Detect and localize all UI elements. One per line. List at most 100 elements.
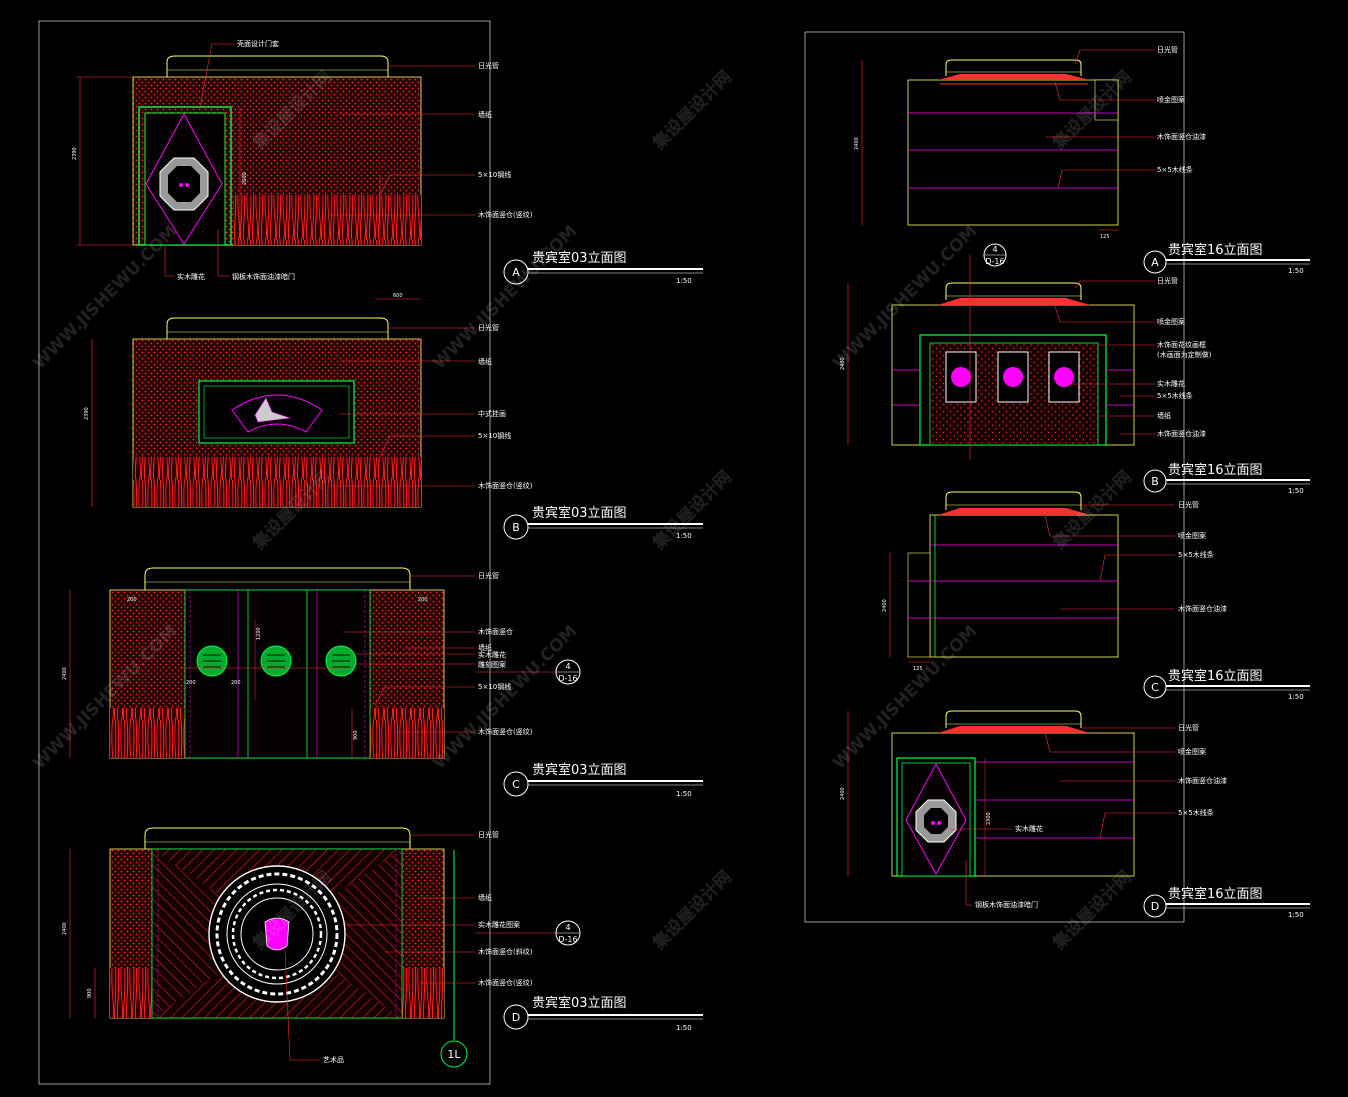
label-rc-0: 日光管 xyxy=(1178,500,1199,509)
label-rc-2: 5×5木线条 xyxy=(1178,550,1214,559)
section-rb-bottom: D-16 xyxy=(985,257,1004,266)
label-rb-1: 喷金图案 xyxy=(1157,317,1185,326)
elevation-left-d: 2400 900 日光管 墙纸 实木雕花图案 木饰面竖仓(斜纹) 木饰面竖仓(竖… xyxy=(62,827,581,1068)
scale-right-d: 1:50 xyxy=(1288,911,1304,919)
label-d-0: 日光管 xyxy=(478,830,499,839)
label-rb-2: 木饰面花纹画框 xyxy=(1157,340,1206,349)
label-b-1: 墙纸 xyxy=(478,357,492,366)
dim-rd-door: 2300 xyxy=(986,812,992,825)
label-b-0: 日光管 xyxy=(478,323,499,332)
elevation-left-b: 2390 600 日光管 墙纸 中式挂画 5×10钢线 木饰面竖仓(竖纹) xyxy=(84,293,533,508)
tag-right-a: A xyxy=(1151,256,1159,269)
dim-c-1: 200 xyxy=(127,597,137,603)
title-right-d: D 贵宾室16立面图 1:50 xyxy=(1143,886,1310,919)
label-rb-4: 实木雕花 xyxy=(1157,379,1185,388)
label-a-0: 日光管 xyxy=(478,61,499,70)
elevation-right-c: 2400 125 日光管 喷金图案 5×5木线条 木饰面竖仓油漆 xyxy=(882,491,1227,672)
label-rd-2: 木饰面竖仓油漆 xyxy=(1178,776,1227,785)
label-d-3: 木饰面竖仓(斜纹) xyxy=(478,947,533,956)
label-b-2: 中式挂画 xyxy=(478,409,506,418)
title-text-right-c: 贵宾室16立面图 xyxy=(1168,668,1263,684)
title-text-left-c: 贵宾室03立面图 xyxy=(532,762,627,778)
elevation-right-d: 2400 2300 日光管 喷金图案 木饰面竖仓油漆 5×5木线条 实木雕花 钢… xyxy=(840,710,1227,909)
title-right-b: B 贵宾室16立面图 1:50 xyxy=(1143,462,1310,495)
title-text-right-b: 贵宾室16立面图 xyxy=(1168,462,1263,478)
dim-c-height: 2400 xyxy=(62,667,68,680)
title-right-c: C 贵宾室16立面图 1:50 xyxy=(1143,668,1310,701)
right-sheet-frame xyxy=(804,31,1185,923)
label-rc-1: 喷金图案 xyxy=(1178,531,1206,540)
label-ra-1: 喷金图案 xyxy=(1157,95,1185,104)
title-text-right-d: 贵宾室16立面图 xyxy=(1168,886,1263,902)
label-a-1: 墙纸 xyxy=(478,110,492,119)
watermark-cn-8: 集设屋设计网 xyxy=(648,867,736,955)
label-rd-bottom: 钢板木饰面油漆暗门 xyxy=(975,900,1038,909)
label-rd-1: 喷金图案 xyxy=(1178,747,1206,756)
label-a-bottom-0: 实木雕花 xyxy=(177,272,205,281)
label-ra-2: 木饰面竖仓油漆 xyxy=(1157,132,1206,141)
label-d-2: 实木雕花图案 xyxy=(478,920,520,929)
dim-c-5: 900 xyxy=(353,730,359,740)
label-ra-0: 日光管 xyxy=(1157,45,1178,54)
label-rd-0: 日光管 xyxy=(1178,723,1199,732)
tag-right-d: D xyxy=(1151,900,1159,913)
label-rd-3: 5×5木线条 xyxy=(1178,808,1214,817)
watermark-cn-5: 集设屋设计网 xyxy=(648,467,736,555)
watermark-cn-2: 集设屋设计网 xyxy=(648,67,736,155)
scale-right-a: 1:50 xyxy=(1288,267,1304,275)
tag-left-a: A xyxy=(512,266,520,279)
elevation-right-b: 2400 4 D-16 日光管 喷金图案 木饰面花纹画框 (木画面为定制做) 实… xyxy=(840,243,1212,460)
tag-right-c: C xyxy=(1151,681,1159,694)
section-d-bottom: D-16 xyxy=(558,935,577,944)
title-left-a: A 贵宾室03立面图 1:50 xyxy=(503,250,703,285)
tag-left-b: B xyxy=(512,521,520,534)
dim-b-height: 2390 xyxy=(84,407,90,420)
label-rb-5: 5×5木线条 xyxy=(1157,391,1193,400)
dim-c-4: 200 xyxy=(231,680,241,686)
dim-c-2: 200 xyxy=(418,597,428,603)
label-ra-3: 5×5木线条 xyxy=(1157,165,1193,174)
dim-a-door: 2600 xyxy=(242,172,248,185)
dim-ra-height: 2400 xyxy=(854,137,860,150)
label-c-2: 墙纸 xyxy=(478,643,492,652)
dim-ra-side: 125 xyxy=(1100,234,1110,240)
watermark-cn-9: 集设屋设计网 xyxy=(1048,867,1136,955)
title-left-d: D 贵宾室03立面图 1:50 xyxy=(503,995,703,1032)
scale-left-c: 1:50 xyxy=(676,790,692,798)
dim-rb-height: 2400 xyxy=(840,357,846,370)
dim-a-height: 2390 xyxy=(72,147,78,160)
label-c-1: 木饰面竖仓 xyxy=(478,627,513,636)
label-c-0: 日光管 xyxy=(478,571,499,580)
dim-d-height: 2400 xyxy=(62,922,68,935)
dim-c-3: 200 xyxy=(186,680,196,686)
label-a-2: 5×10钢线 xyxy=(478,170,511,179)
tag-left-c: C xyxy=(512,778,520,791)
label-b-4: 木饰面竖仓(竖纹) xyxy=(478,481,533,490)
dim-c-6: 1200 xyxy=(256,627,262,640)
label-b-3: 5×10钢线 xyxy=(478,431,511,440)
dim-rd-height: 2400 xyxy=(840,787,846,800)
tag-right-b: B xyxy=(1151,475,1159,488)
side-mark-d: 1L xyxy=(447,1048,461,1061)
section-rb-top: 4 xyxy=(992,245,997,254)
title-right-a: A 贵宾室16立面图 1:50 xyxy=(1143,242,1310,275)
elevation-right-a: 2400 125 日光管 喷金图案 木饰面竖仓油漆 5×5木线条 xyxy=(854,45,1206,240)
dim-rc-side: 125 xyxy=(913,666,923,672)
title-text-left-b: 贵宾室03立面图 xyxy=(532,505,627,521)
scale-left-b: 1:50 xyxy=(676,532,692,540)
label-rb-3: (木画面为定制做) xyxy=(1157,350,1212,359)
label-d-4: 木饰面竖仓(竖纹) xyxy=(478,978,533,987)
title-text-left-d: 贵宾室03立面图 xyxy=(532,995,627,1011)
scale-right-b: 1:50 xyxy=(1288,487,1304,495)
label-rd-4: 实木雕花 xyxy=(1015,824,1043,833)
title-text-left-a: 贵宾室03立面图 xyxy=(532,250,627,266)
section-c-bottom: D-16 xyxy=(558,674,577,683)
dim-rc-height: 2400 xyxy=(882,599,888,612)
left-sheet-frame xyxy=(38,20,491,1085)
label-rc-3: 木饰面竖仓油漆 xyxy=(1178,604,1227,613)
label-a-top: 壳面设计门套 xyxy=(237,39,279,48)
label-rb-0: 日光管 xyxy=(1157,276,1178,285)
dim-b-top: 600 xyxy=(393,293,403,299)
label-a-bottom-1: 钢板木饰面油漆暗门 xyxy=(232,272,295,281)
